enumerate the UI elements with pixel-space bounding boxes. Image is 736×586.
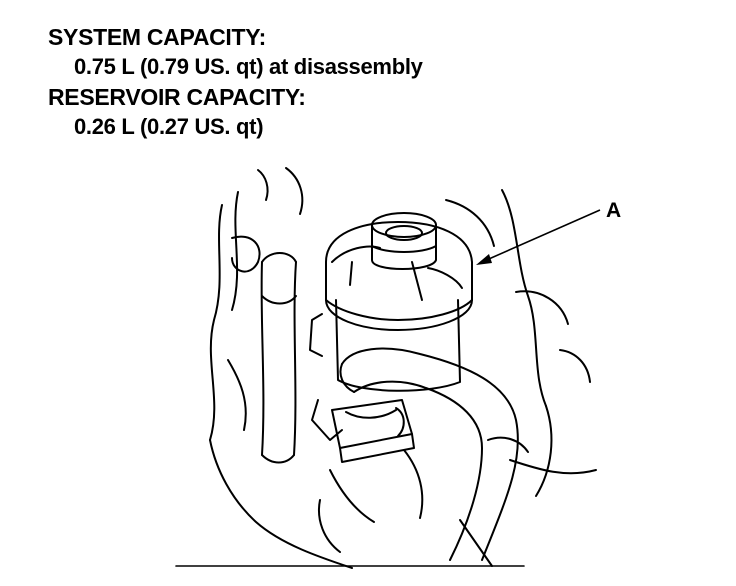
arrowhead-icon (476, 254, 492, 265)
reservoir-body (309, 221, 473, 441)
reservoir-cap (371, 212, 437, 270)
engine-background-right (445, 189, 597, 497)
callout-label-a: A (606, 199, 622, 222)
engine-background-left (209, 167, 353, 569)
reservoir-capacity-heading: RESERVOIR CAPACITY: (48, 84, 306, 110)
reservoir-capacity-value: 0.26 L (0.27 US. qt) (74, 114, 264, 139)
callout-leader (476, 209, 601, 265)
capacity-specs: SYSTEM CAPACITY: 0.75 L (0.79 US. qt) at… (48, 22, 423, 142)
engine-background-lower (318, 449, 493, 567)
system-capacity-heading: SYSTEM CAPACITY: (48, 24, 266, 50)
hose (331, 347, 519, 561)
vertical-pipe (260, 252, 297, 464)
system-capacity-value: 0.75 L (0.79 US. qt) at disassembly (74, 54, 423, 79)
